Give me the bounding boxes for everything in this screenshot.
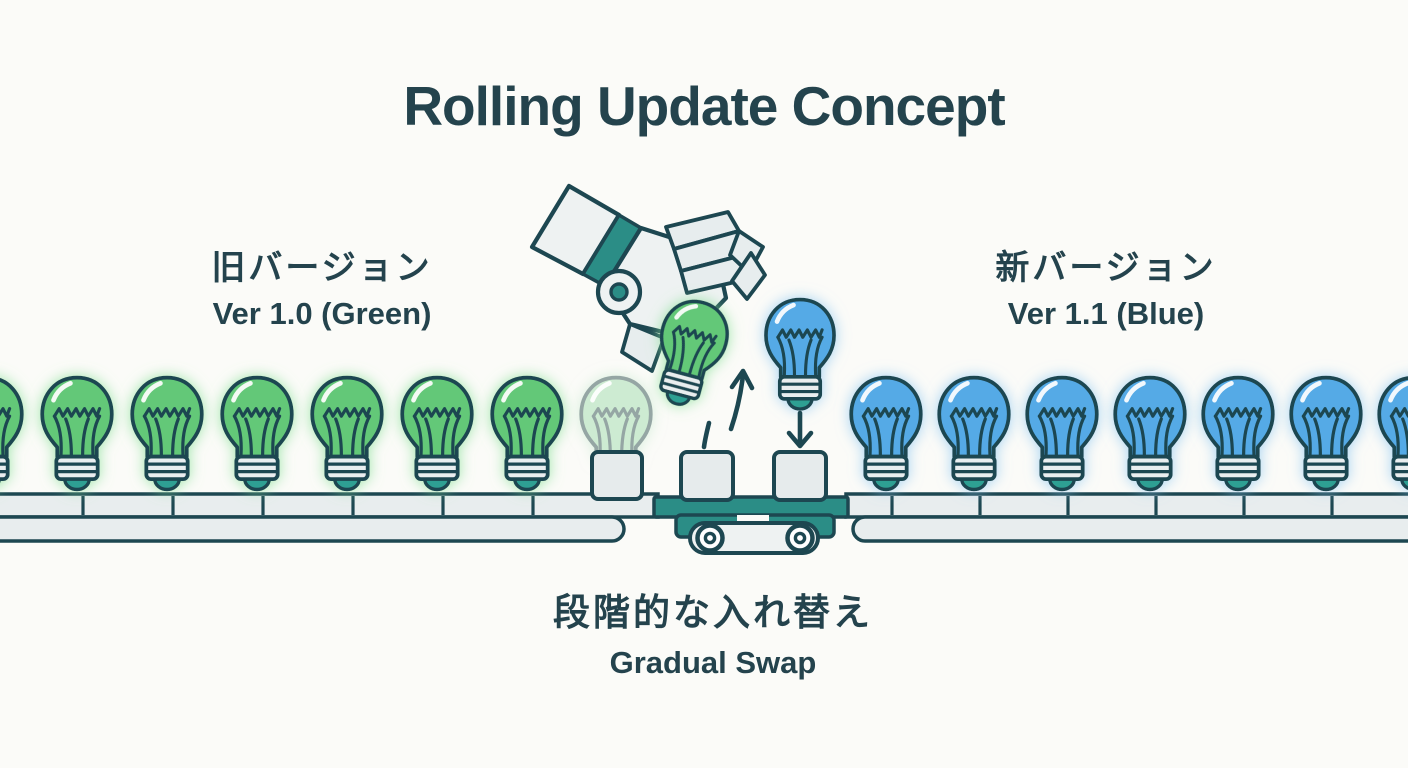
- green-bulb-icon: [402, 378, 472, 490]
- swap-cart-icon: [674, 513, 836, 555]
- robot-thumb: [620, 322, 666, 373]
- new-version-label-en: Ver 1.1 (Blue): [1007, 296, 1205, 331]
- blue-bulb-icon: [851, 378, 921, 490]
- green-bulb-icon: [312, 378, 382, 490]
- robot-hand-icon: [529, 183, 767, 373]
- page-title: Rolling Update Concept: [403, 75, 1005, 137]
- down-arrow-icon: [786, 410, 814, 449]
- belt-left-bottom-bar: [0, 515, 626, 543]
- belt-plate-dividers: [81, 496, 1334, 515]
- dash-mark: [701, 420, 712, 450]
- empty-socket: [679, 450, 735, 502]
- green-bulb-icon: [492, 378, 562, 490]
- faded-bulb-icon: [581, 378, 651, 459]
- old-version-label-jp: 旧バージョン: [211, 249, 433, 287]
- green-bulb-icon: [222, 378, 292, 490]
- belt-right-bottom-bar: [851, 515, 1408, 543]
- blue-bulb-icon: [1203, 378, 1273, 490]
- old-version-label: 旧バージョン Ver 1.0 (Green): [162, 240, 482, 332]
- new-version-label-jp: 新バージョン: [995, 249, 1217, 287]
- bulb-sockets: [590, 450, 828, 502]
- belt-right-plate-row: [844, 492, 1408, 519]
- blue-bulb-icon: [1115, 378, 1185, 490]
- belt-left-plate-row: [0, 492, 660, 519]
- gradual-swap-label: 段階的な入れ替え Gradual Swap: [508, 582, 918, 681]
- incoming-blue-bulb-icon: [766, 300, 834, 409]
- new-version-label: 新バージョン Ver 1.1 (Blue): [946, 240, 1266, 332]
- blue-bulb-icon: [939, 378, 1009, 490]
- old-version-label-en: Ver 1.0 (Green): [212, 296, 432, 331]
- green-bulb-icon: [132, 378, 202, 490]
- green-bulb-icon: [42, 378, 112, 490]
- blue-bulb-icon: [1379, 378, 1408, 490]
- blue-bulb-icon: [1291, 378, 1361, 490]
- socket-under-faded-bulb: [590, 450, 644, 501]
- green-bulb-icon: [0, 378, 22, 490]
- blue-bulb-icon: [1027, 378, 1097, 490]
- gradual-swap-label-en: Gradual Swap: [609, 645, 817, 680]
- empty-socket: [772, 450, 828, 502]
- swap-arrows: [701, 368, 814, 450]
- conveyor-belt: [0, 492, 1408, 543]
- gradual-swap-label-jp: 段階的な入れ替え: [553, 592, 873, 633]
- up-arrow-icon: [728, 368, 755, 432]
